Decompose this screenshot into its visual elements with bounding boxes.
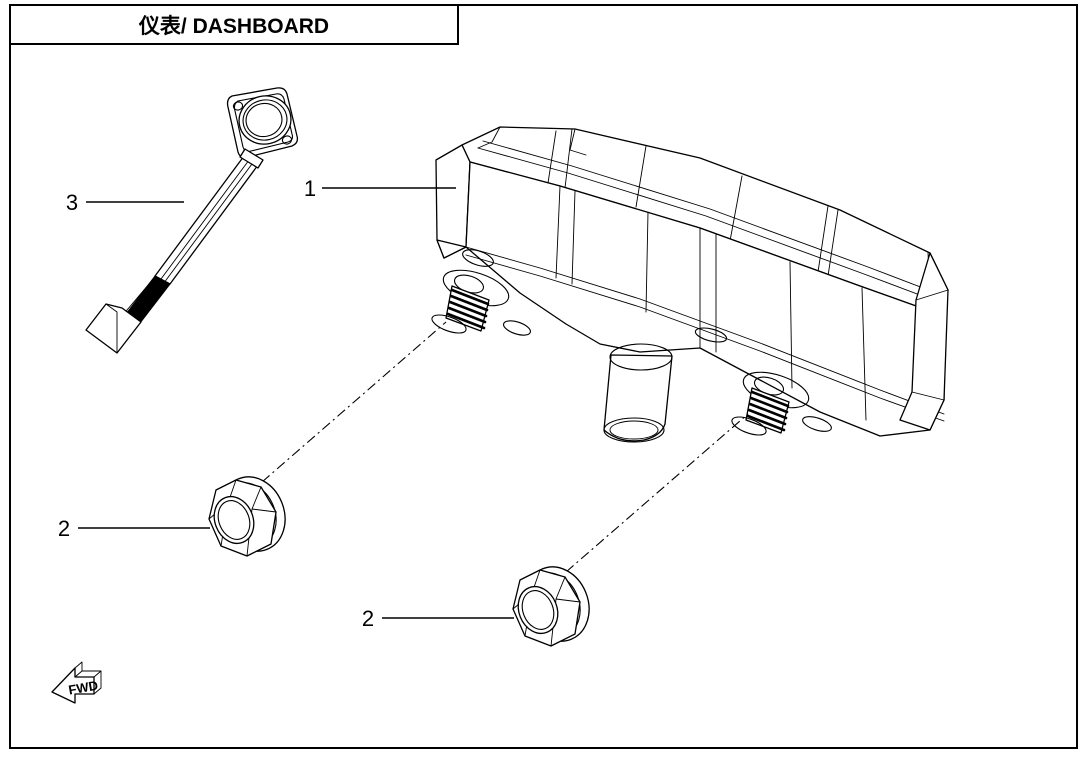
fwd-label: FWD bbox=[67, 678, 99, 698]
housing-stud-lower bbox=[731, 387, 790, 436]
part-2-flange-nut-lower bbox=[512, 566, 590, 647]
housing-front-seam-3 bbox=[645, 211, 649, 313]
stud-lower-end-face bbox=[731, 416, 767, 436]
housing-cylinder-boss bbox=[603, 354, 673, 442]
title-box bbox=[9, 4, 459, 45]
stud-lower-threads bbox=[746, 390, 790, 432]
housing-front-edge-left bbox=[465, 161, 471, 248]
callout-number-1: 1 bbox=[304, 176, 316, 201]
callout-number-2a: 2 bbox=[58, 516, 70, 541]
nut-lower-bore-inner bbox=[521, 590, 555, 630]
sensor-cable-sheath bbox=[154, 151, 262, 285]
housing-right-end-edge-a bbox=[915, 289, 949, 301]
housing-front-seam-2 bbox=[571, 190, 576, 285]
page-border bbox=[9, 4, 1078, 749]
stud-upper-end-face bbox=[431, 314, 467, 334]
fwd-orientation-marker: FWD bbox=[51, 661, 102, 704]
sheath-highlight-b bbox=[164, 158, 257, 282]
sensor-bolt-hole-lower-right bbox=[281, 135, 293, 145]
callout-number-3: 3 bbox=[66, 190, 78, 215]
housing-top-notch bbox=[569, 128, 587, 156]
stud-upper-threads bbox=[446, 288, 490, 330]
housing-top-seam-1 bbox=[547, 130, 557, 184]
part-3-speed-sensor-cable-assembly bbox=[85, 87, 299, 354]
fwd-arrow-extrusion bbox=[74, 661, 102, 695]
housing-front-body bbox=[436, 161, 945, 437]
housing-hole-mid-right bbox=[694, 327, 728, 343]
housing-hole-lower-right bbox=[802, 416, 832, 432]
housing-top-ridge-a bbox=[477, 147, 942, 304]
housing-cylinder-boss-bottom bbox=[603, 417, 665, 443]
housing-front-seam-7 bbox=[861, 287, 867, 421]
connector-block-edge bbox=[105, 303, 118, 354]
part-2-flange-nut-upper bbox=[208, 476, 286, 557]
housing-top-ridge-b bbox=[482, 140, 945, 297]
nut-upper-bore-inner bbox=[217, 500, 251, 540]
housing-top-left-step bbox=[477, 126, 501, 149]
part-1-dashboard-housing bbox=[435, 126, 949, 443]
page-title: 仪表/ DASHBOARD bbox=[138, 15, 329, 38]
assembly-axis-lower bbox=[565, 413, 749, 573]
housing-cylinder-boss-top bbox=[609, 343, 673, 371]
fwd-arrow-front-face bbox=[51, 667, 95, 704]
housing-hole-upper-left bbox=[462, 249, 494, 267]
housing-front-seam-1 bbox=[555, 185, 561, 279]
housing-front-contour-b bbox=[465, 254, 945, 422]
housing-right-end-face bbox=[899, 252, 949, 431]
cable-connector-block bbox=[85, 303, 142, 354]
sensor-bolt-hole-upper-left bbox=[232, 101, 244, 111]
sensor-cable-collar bbox=[239, 148, 264, 169]
housing-top-seam-5 bbox=[817, 205, 829, 273]
sheath-highlight-a bbox=[160, 155, 253, 280]
sensor-body-mid-ring bbox=[242, 99, 288, 141]
housing-front-contour-a bbox=[465, 246, 945, 415]
sensor-body-face bbox=[245, 102, 283, 138]
housing-stud-upper bbox=[431, 285, 490, 334]
housing-top-seam-3 bbox=[635, 145, 647, 208]
housing-top-seam-4 bbox=[729, 175, 743, 242]
housing-hole-lower-left bbox=[503, 320, 531, 336]
callout-number-2b: 2 bbox=[362, 606, 374, 631]
housing-right-end-edge-b bbox=[911, 391, 945, 401]
cable-braid-strands bbox=[121, 277, 165, 322]
assembly-axis-upper bbox=[261, 321, 447, 483]
housing-front-seam-6 bbox=[789, 261, 793, 389]
housing-top-seam-6 bbox=[827, 209, 839, 277]
housing-top-seam-2 bbox=[564, 128, 573, 189]
housing-cylinder-boss-bore bbox=[609, 420, 659, 440]
